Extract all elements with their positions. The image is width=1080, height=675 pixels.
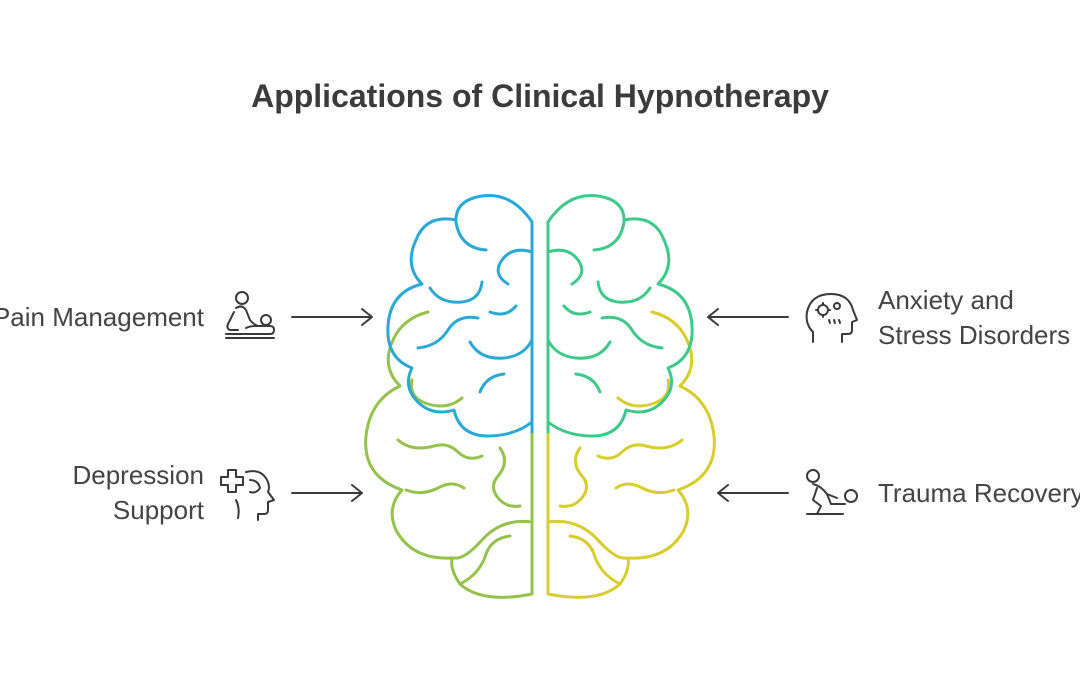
mental-health-cross-icon (220, 469, 275, 521)
anxious-head-icon (805, 293, 858, 343)
label-trauma-recovery: Trauma Recovery (878, 476, 1080, 511)
label-line: Pain Management (0, 302, 204, 332)
arrow-trauma-to-brain (717, 484, 789, 502)
massage-therapy-icon (225, 291, 275, 339)
person-struggling-icon (806, 469, 858, 515)
brain-upper-right-lobe (546, 194, 694, 438)
arrow-depression-to-brain (291, 484, 363, 502)
label-line: Depression (72, 460, 204, 490)
brain-lower-right-lobe (546, 310, 716, 599)
diagram-title: Applications of Clinical Hypnotherapy (251, 78, 829, 114)
brain-upper-left-lobe (386, 194, 534, 438)
brain-diagram (364, 194, 716, 599)
label-line: Anxiety and (878, 285, 1014, 315)
label-anxiety-stress: Anxiety and Stress Disorders (878, 283, 1070, 353)
brain-lower-left-lobe (364, 310, 534, 599)
label-line: Support (112, 495, 204, 525)
label-pain-management: Pain Management (0, 300, 204, 335)
label-line: Stress Disorders (878, 320, 1071, 350)
arrow-pain-to-brain (291, 308, 373, 326)
label-line: Trauma Recovery (878, 478, 1080, 508)
label-depression-support: Depression Support (20, 458, 204, 528)
arrow-anxiety-to-brain (707, 308, 789, 326)
